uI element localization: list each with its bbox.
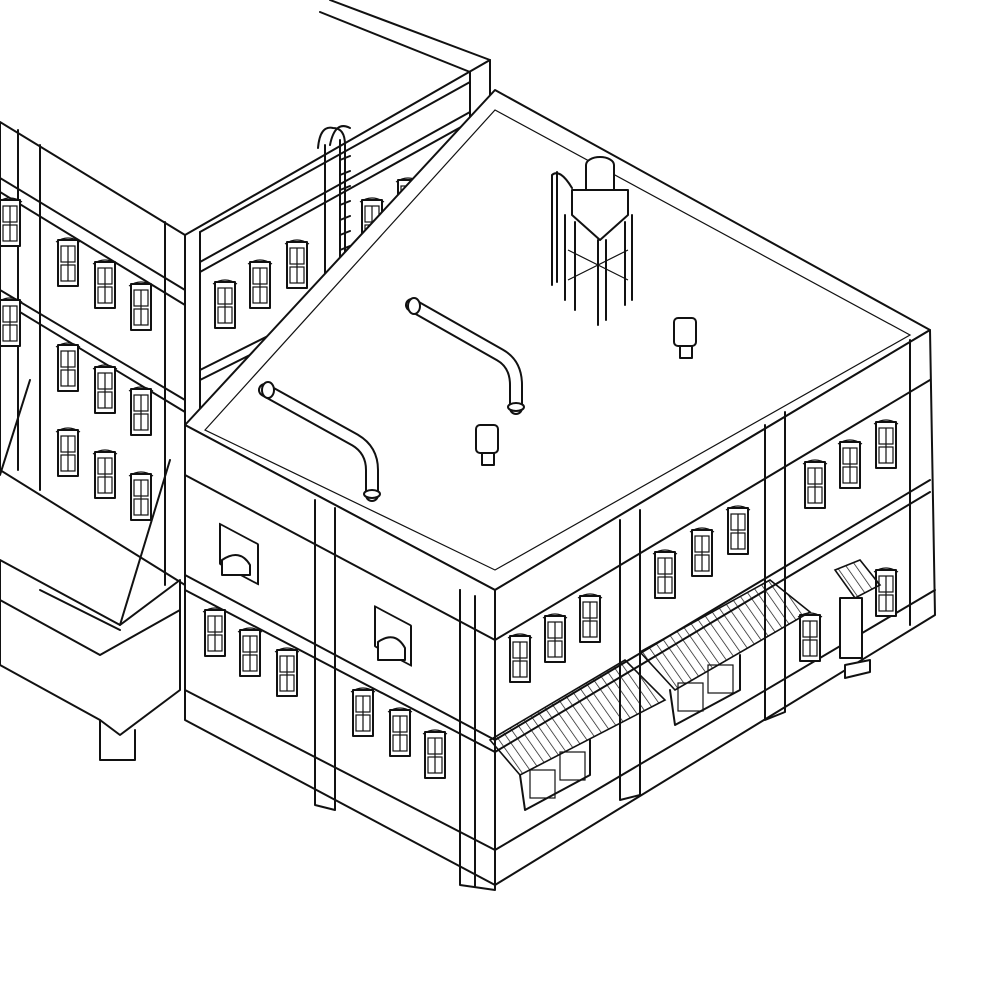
roof-dust-collector [551, 156, 633, 326]
awning-left [488, 658, 667, 811]
entrance-door [833, 559, 882, 679]
roof-vent-2 [673, 317, 697, 359]
front-building [184, 89, 936, 891]
roof-duct-1 [258, 381, 381, 502]
loading-dock [0, 379, 181, 761]
wall-vent-left [219, 522, 259, 586]
roof-duct-2 [405, 297, 525, 415]
awning-right [638, 579, 812, 726]
tall-left-facade [0, 121, 186, 586]
roof-vent-1 [475, 424, 499, 466]
tall-roof-edge [319, 0, 491, 73]
wall-vent-right [374, 605, 412, 667]
